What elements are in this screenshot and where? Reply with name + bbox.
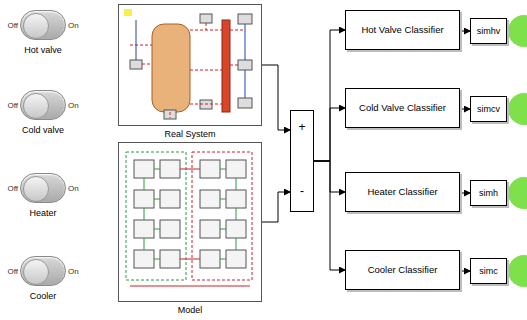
pipe-lines	[136, 20, 245, 98]
node-label: simc	[479, 266, 498, 276]
switch-name: Cooler	[30, 291, 57, 301]
signal-connector	[460, 271, 470, 272]
toggle-switch: OffOnHeater	[20, 173, 66, 203]
status-lamp	[508, 255, 527, 287]
switch-state-label: Off	[7, 184, 18, 193]
node-label: Hot Valve Classifier	[361, 25, 443, 36]
valve-symbol	[238, 60, 252, 70]
switch-name: Hot valve	[24, 45, 62, 55]
node-label: simh	[479, 188, 498, 198]
signal-connector	[314, 161, 345, 270]
classifier-block: Cold Valve Classifier	[345, 88, 460, 128]
switch-state-label: On	[68, 267, 79, 276]
output-block: simcv	[470, 96, 507, 122]
toggle-switch: OffOnCooler	[20, 256, 66, 286]
signal-connector	[314, 108, 345, 161]
toggle-switch: OffOnCold valve	[20, 90, 66, 120]
system-panel: Model	[118, 142, 262, 302]
pipe-lines	[130, 23, 245, 118]
output-block: simh	[470, 180, 507, 206]
classifier-block: Cooler Classifier	[345, 250, 460, 290]
switch-state-label: On	[68, 101, 79, 110]
reactor-tank	[152, 24, 190, 112]
switch-state-label: On	[68, 184, 79, 193]
switch-knob	[23, 176, 49, 202]
signal-connector	[460, 31, 470, 32]
switch-state-label: On	[68, 21, 79, 30]
status-lamp	[508, 93, 527, 125]
heater-symbol	[130, 60, 142, 69]
valve-symbol	[238, 14, 252, 24]
node-label: Cold Valve Classifier	[359, 103, 446, 114]
signal-connector	[262, 192, 290, 222]
settler-column	[222, 20, 230, 112]
sign-label: +	[291, 121, 313, 135]
node-label: simcv	[477, 104, 500, 114]
status-lamp	[508, 15, 527, 47]
pump-symbol	[200, 14, 212, 23]
valve-symbol	[238, 98, 252, 108]
signal-connector	[460, 193, 470, 194]
panel-caption: Model	[119, 305, 261, 315]
sum-block: +-	[290, 110, 314, 212]
system-panel: Real System	[118, 4, 262, 126]
node-label: simhv	[477, 26, 501, 36]
node-label: Heater Classifier	[367, 187, 437, 198]
module-links	[144, 169, 236, 259]
output-block: simc	[470, 258, 507, 284]
module-links	[130, 169, 250, 286]
classifier-block: Hot Valve Classifier	[345, 10, 460, 50]
output-block: simhv	[470, 18, 507, 44]
switch-name: Heater	[29, 208, 56, 218]
signal-connector	[460, 109, 470, 110]
toggle-switch: OffOnHot valve	[20, 10, 66, 40]
switch-state-label: Off	[7, 267, 18, 276]
cooling-group	[126, 152, 186, 280]
classifier-block: Heater Classifier	[345, 172, 460, 212]
signal-connector	[262, 65, 290, 130]
module-grid	[134, 160, 246, 268]
yellow-marker	[124, 9, 132, 16]
switch-knob	[23, 259, 49, 285]
status-lamp	[508, 177, 527, 209]
switch-state-label: Off	[7, 21, 18, 30]
switch-knob	[23, 93, 49, 119]
switch-name: Cold valve	[22, 125, 64, 135]
panel-caption: Real System	[119, 129, 261, 139]
signal-connector	[314, 30, 345, 161]
switch-knob	[23, 13, 49, 39]
sign-label: -	[291, 185, 313, 199]
switch-state-label: Off	[7, 101, 18, 110]
heating-group	[192, 152, 252, 280]
node-label: Cooler Classifier	[368, 265, 438, 276]
